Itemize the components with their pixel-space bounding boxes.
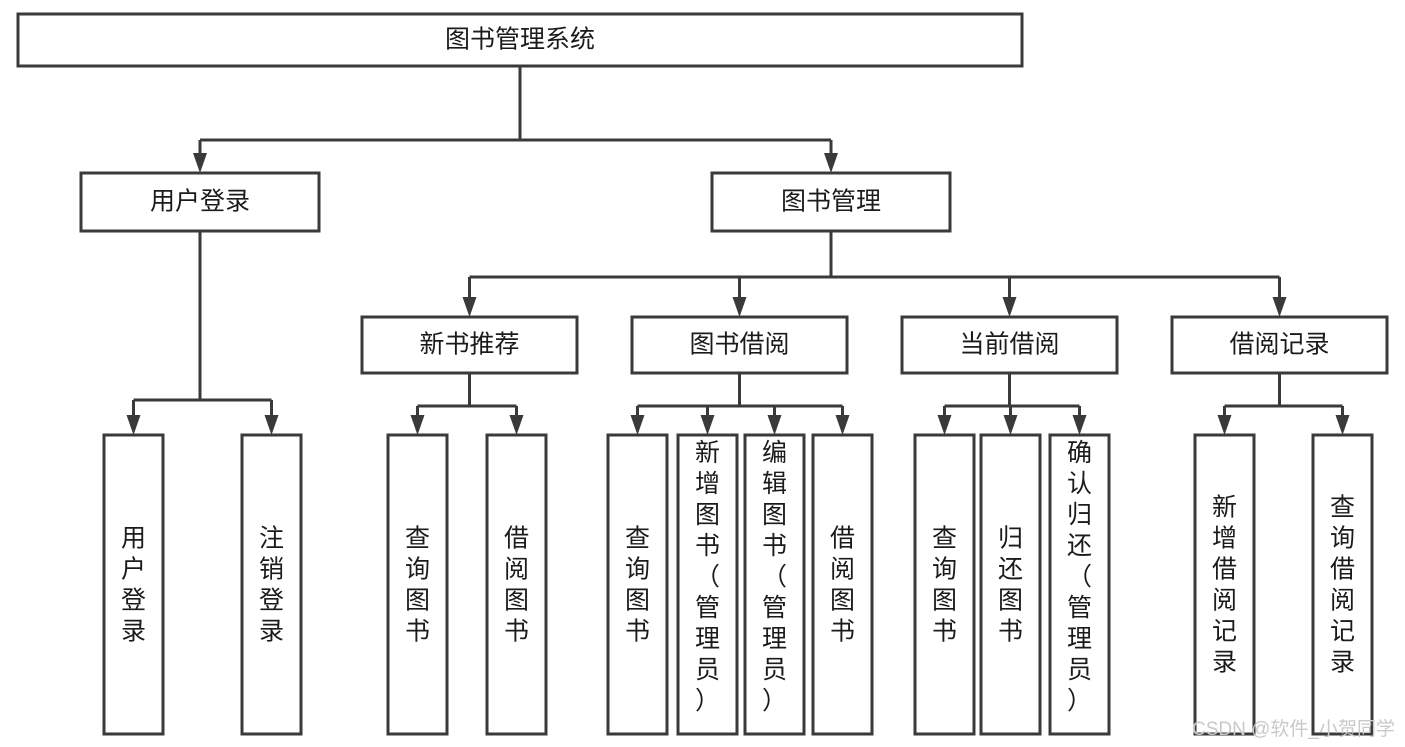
node-label-leaf-rec-query: 查询图书 bbox=[405, 525, 430, 646]
node-label-new-book-rec: 新书推荐 bbox=[419, 331, 519, 359]
node-leaf-book-edit[interactable]: 编辑图书（管理员） bbox=[743, 433, 806, 736]
node-label-leaf-borrow-query: 查询图书 bbox=[625, 525, 650, 646]
arrow-head-leaf-cur-confirm bbox=[1072, 415, 1087, 435]
node-label-leaf-rec-add: 新增借阅记录 bbox=[1212, 494, 1237, 677]
node-box-current-borrow[interactable] bbox=[900, 315, 1119, 375]
arrow-head-leaf-rec-borrow bbox=[509, 415, 524, 435]
node-borrow-record[interactable]: 借阅记录 bbox=[1170, 315, 1389, 375]
node-leaf-user-logout[interactable]: 注销登录 bbox=[240, 433, 303, 736]
node-box-borrow-record[interactable] bbox=[1170, 315, 1389, 375]
node-leaf-rec-add[interactable]: 新增借阅记录 bbox=[1193, 433, 1256, 736]
node-leaf-user-login[interactable]: 用户登录 bbox=[102, 433, 165, 736]
arrow-head-leaf-book-edit bbox=[767, 415, 782, 435]
arrow-head-leaf-user-login bbox=[126, 415, 141, 435]
node-leaf-cur-confirm[interactable]: 确认归还（管理员） bbox=[1048, 433, 1111, 736]
node-leaf-rec-borrow[interactable]: 借阅图书 bbox=[485, 433, 548, 736]
node-box-leaf-cur-return[interactable] bbox=[979, 433, 1042, 736]
node-label-book-borrow: 图书借阅 bbox=[689, 331, 789, 359]
node-box-new-book-rec[interactable] bbox=[360, 315, 579, 375]
node-label-user-login: 用户登录 bbox=[150, 188, 250, 216]
connector-group-user-login bbox=[126, 231, 279, 435]
node-leaf-cur-return[interactable]: 归还图书 bbox=[979, 433, 1042, 736]
arrow-head-borrow-record bbox=[1272, 297, 1287, 317]
connector-group-book-borrow bbox=[630, 373, 850, 435]
node-box-leaf-user-login[interactable] bbox=[102, 433, 165, 736]
node-box-leaf-rec-borrow[interactable] bbox=[485, 433, 548, 736]
node-box-leaf-borrow-query[interactable] bbox=[606, 433, 669, 736]
node-book-manage[interactable]: 图书管理 bbox=[710, 171, 952, 233]
arrow-head-leaf-borrow-query bbox=[630, 415, 645, 435]
arrow-head-leaf-book-add bbox=[700, 415, 715, 435]
arrow-head-leaf-user-logout bbox=[264, 415, 279, 435]
node-box-leaf-book-edit[interactable] bbox=[743, 433, 806, 736]
node-label-leaf-book-edit: 编辑图书（管理员） bbox=[762, 439, 787, 715]
node-label-leaf-rec-borrow: 借阅图书 bbox=[504, 525, 529, 646]
node-label-leaf-user-logout: 注销登录 bbox=[259, 525, 284, 646]
node-box-root[interactable] bbox=[16, 12, 1024, 68]
connector-group-current-borrow bbox=[937, 373, 1087, 435]
connector-group-book-manage bbox=[462, 231, 1287, 317]
arrow-head-leaf-cur-query bbox=[937, 415, 952, 435]
node-label-leaf-book-add: 新增图书（管理员） bbox=[695, 439, 720, 715]
arrow-head-leaf-rec-query bbox=[410, 415, 425, 435]
node-layer: 图书管理系统用户登录图书管理新书推荐图书借阅当前借阅借阅记录用户登录注销登录查询… bbox=[16, 12, 1389, 736]
node-user-login[interactable]: 用户登录 bbox=[79, 171, 321, 233]
node-label-leaf-cur-query: 查询图书 bbox=[932, 525, 957, 646]
arrow-head-book-manage bbox=[824, 153, 838, 173]
node-box-leaf-rec-add[interactable] bbox=[1193, 433, 1256, 736]
node-root[interactable]: 图书管理系统 bbox=[16, 12, 1024, 68]
node-label-leaf-rec-search: 查询借阅记录 bbox=[1330, 494, 1355, 677]
arrow-head-leaf-book-borrow bbox=[835, 415, 850, 435]
node-box-leaf-book-borrow[interactable] bbox=[811, 433, 874, 736]
arrow-head-new-book-rec bbox=[462, 297, 477, 317]
node-leaf-book-add[interactable]: 新增图书（管理员） bbox=[676, 433, 739, 736]
node-leaf-book-borrow[interactable]: 借阅图书 bbox=[811, 433, 874, 736]
node-label-root: 图书管理系统 bbox=[445, 26, 595, 54]
connector-layer bbox=[126, 66, 1350, 435]
node-box-book-manage[interactable] bbox=[710, 171, 952, 233]
node-box-leaf-user-logout[interactable] bbox=[240, 433, 303, 736]
node-label-leaf-user-login: 用户登录 bbox=[121, 525, 146, 646]
node-box-leaf-rec-search[interactable] bbox=[1311, 433, 1374, 736]
node-label-leaf-cur-confirm: 确认归还（管理员） bbox=[1067, 439, 1092, 715]
node-label-current-borrow: 当前借阅 bbox=[959, 331, 1059, 359]
arrow-head-user-login bbox=[193, 153, 207, 173]
node-current-borrow[interactable]: 当前借阅 bbox=[900, 315, 1119, 375]
connector-group-root bbox=[193, 66, 838, 173]
node-box-leaf-cur-confirm[interactable] bbox=[1048, 433, 1111, 736]
node-label-leaf-cur-return: 归还图书 bbox=[998, 525, 1023, 646]
arrow-head-leaf-cur-return bbox=[1003, 415, 1018, 435]
connector-group-borrow-record bbox=[1217, 373, 1350, 435]
node-box-leaf-book-add[interactable] bbox=[676, 433, 739, 736]
arrow-head-leaf-rec-search bbox=[1335, 415, 1350, 435]
node-box-leaf-rec-query[interactable] bbox=[386, 433, 449, 736]
node-label-leaf-book-borrow: 借阅图书 bbox=[830, 525, 855, 646]
connector-group-new-book-rec bbox=[410, 373, 524, 435]
arrow-head-current-borrow bbox=[1002, 297, 1017, 317]
arrow-head-book-borrow bbox=[732, 297, 747, 317]
node-new-book-rec[interactable]: 新书推荐 bbox=[360, 315, 579, 375]
arrow-head-leaf-rec-add bbox=[1217, 415, 1232, 435]
node-label-book-manage: 图书管理 bbox=[781, 188, 881, 216]
node-label-borrow-record: 借阅记录 bbox=[1229, 331, 1329, 359]
node-box-user-login[interactable] bbox=[79, 171, 321, 233]
node-leaf-cur-query[interactable]: 查询图书 bbox=[913, 433, 976, 736]
node-box-leaf-cur-query[interactable] bbox=[913, 433, 976, 736]
node-book-borrow[interactable]: 图书借阅 bbox=[630, 315, 849, 375]
node-box-book-borrow[interactable] bbox=[630, 315, 849, 375]
node-leaf-rec-search[interactable]: 查询借阅记录 bbox=[1311, 433, 1374, 736]
node-leaf-borrow-query[interactable]: 查询图书 bbox=[606, 433, 669, 736]
node-leaf-rec-query[interactable]: 查询图书 bbox=[386, 433, 449, 736]
